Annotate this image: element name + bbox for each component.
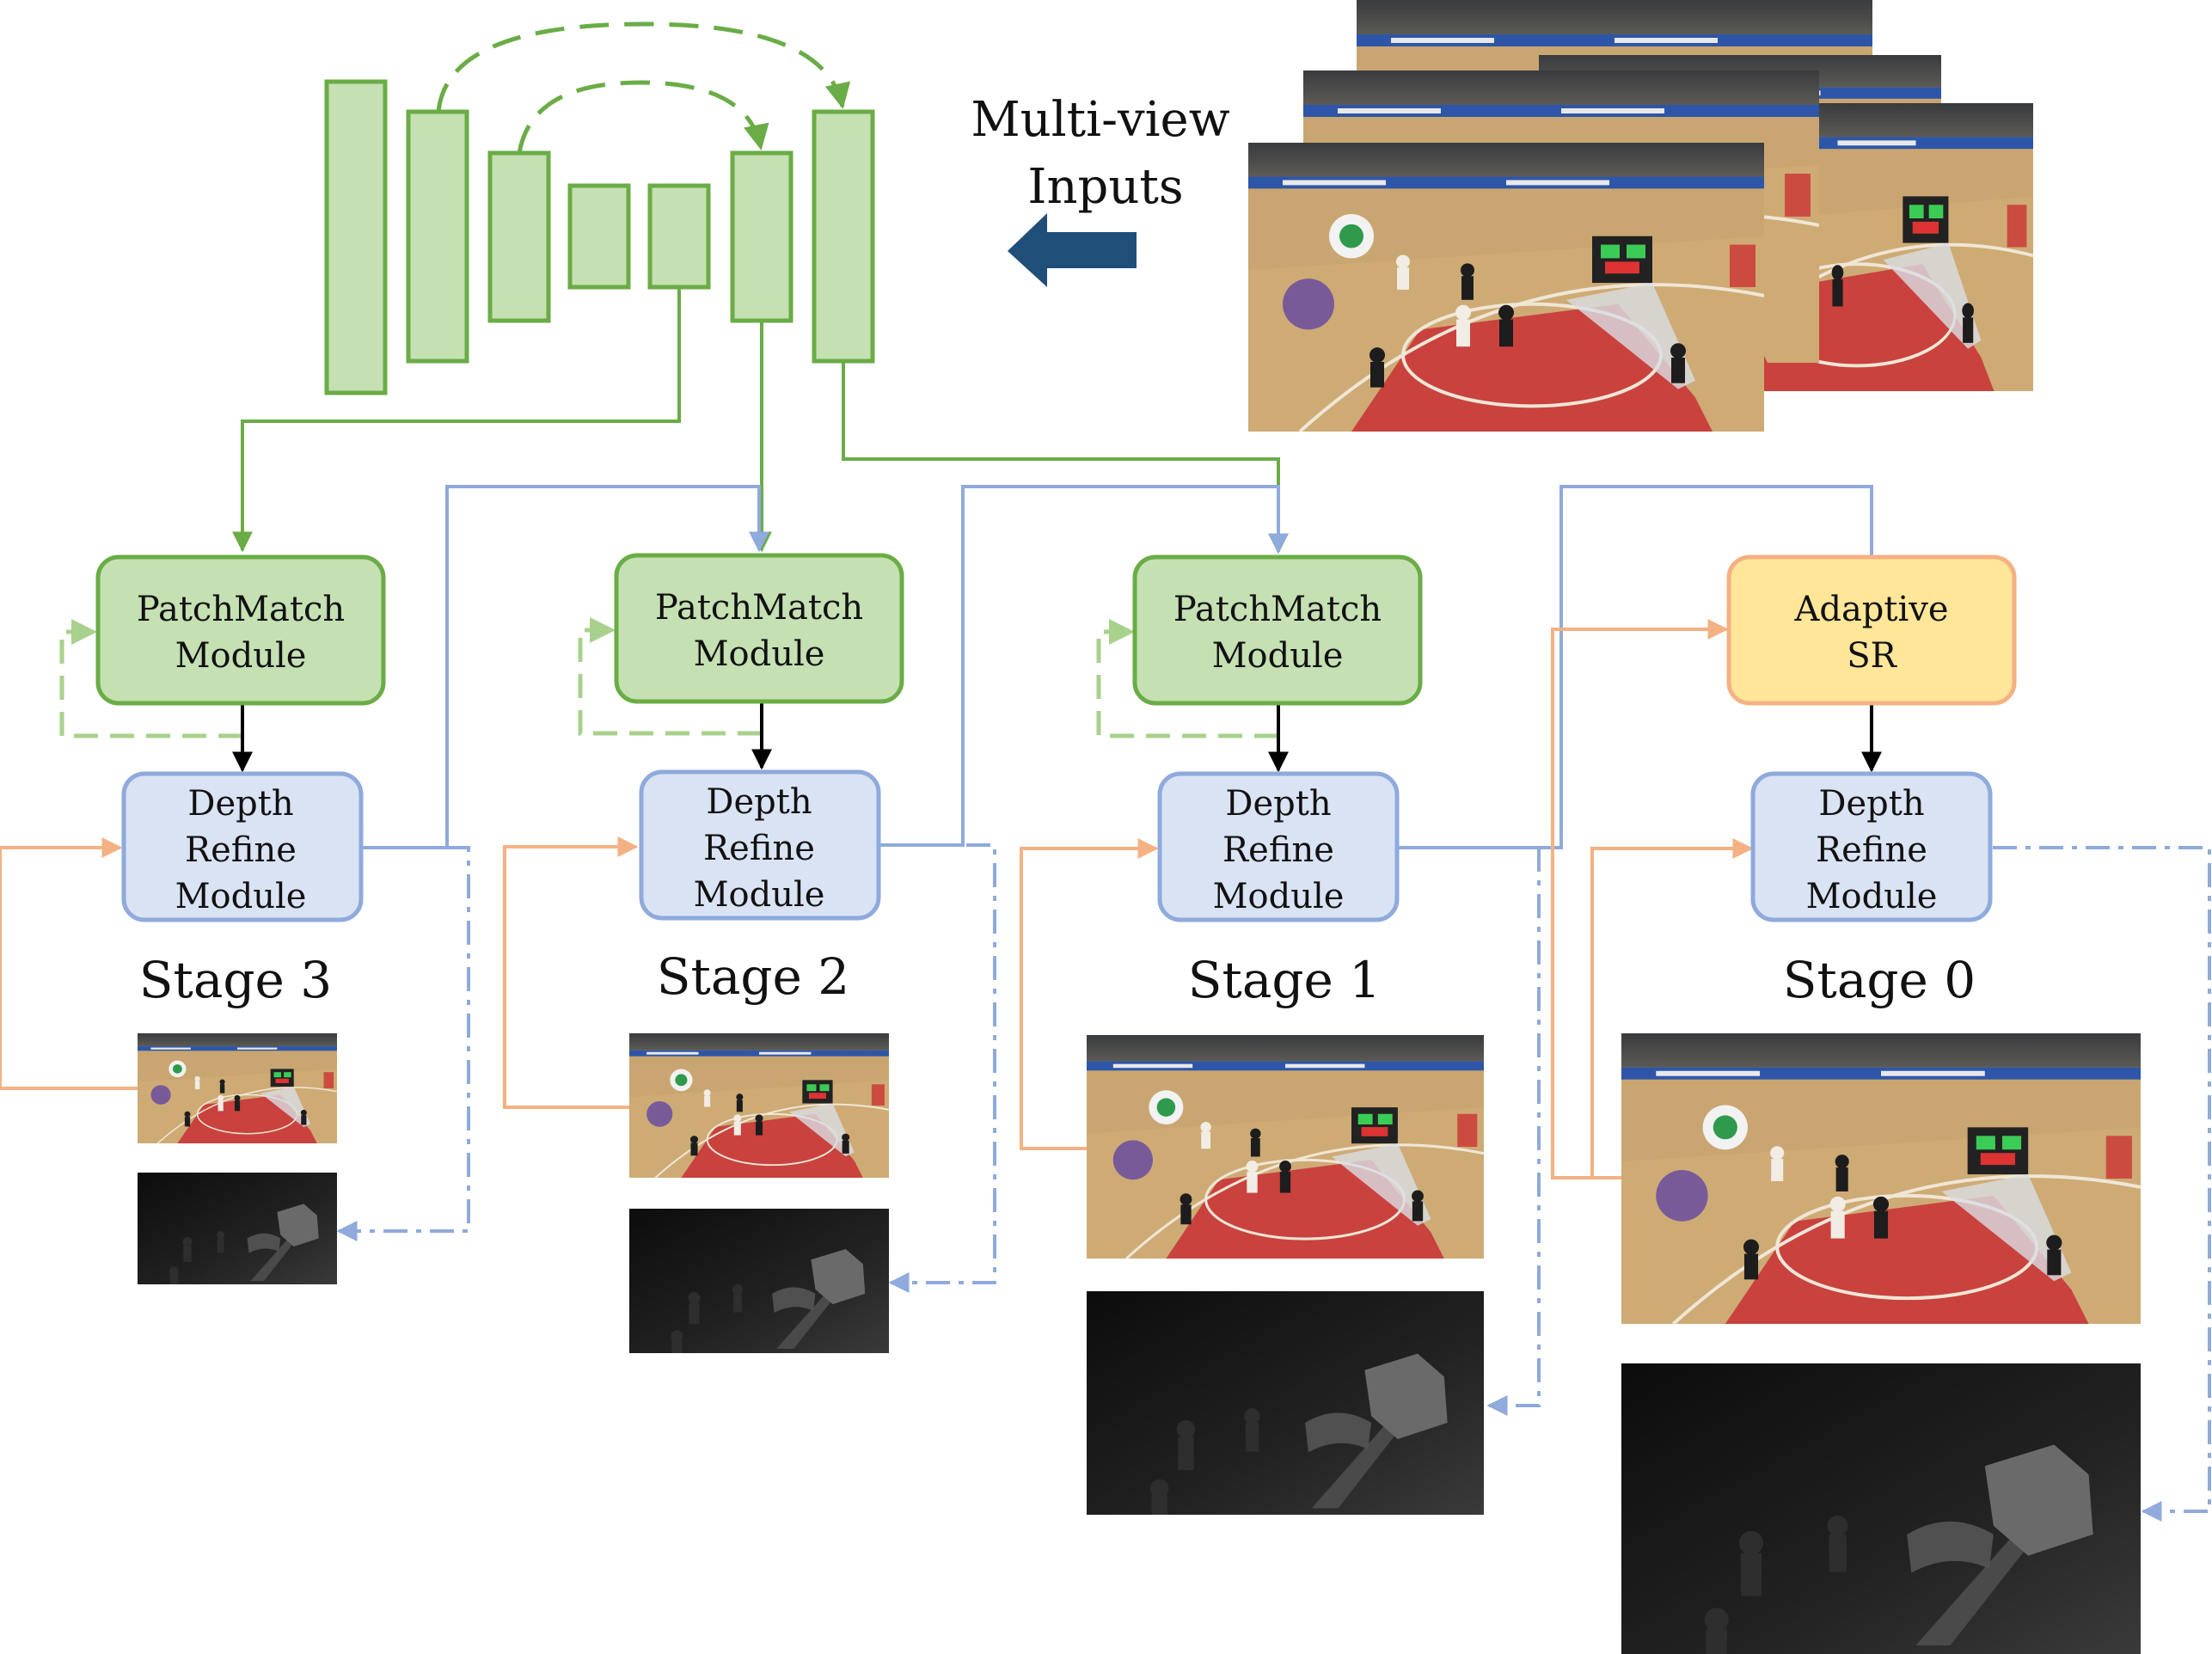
- depth-connections: [361, 485, 1873, 849]
- stage-1: PatchMatch Module Depth Refine Module St…: [1087, 554, 1484, 1515]
- stage-0: Adaptive SR Depth Refine Module Stage 0: [1621, 554, 2141, 1654]
- refine-label-1: Depth: [706, 782, 812, 822]
- refine-module-stage0: [1750, 771, 1993, 922]
- iteration-loops: [59, 617, 1278, 738]
- depth-output-stage1: [1486, 848, 1541, 1416]
- decoder-block-3: [812, 109, 875, 364]
- stage-2: PatchMatch Module Depth Refine Module St…: [614, 553, 904, 1353]
- input-arrow-icon: [1008, 213, 1137, 287]
- encoder-block-2: [406, 109, 469, 364]
- refine-label-2: Refine: [1816, 830, 1927, 870]
- patchmatch-label-1: PatchMatch: [655, 588, 863, 628]
- refine-label-1: Depth: [1225, 784, 1331, 824]
- depth-map-stage3: [138, 1173, 337, 1284]
- inputs-title-line2: Inputs: [1027, 159, 1183, 215]
- refine-label-2: Refine: [185, 830, 297, 870]
- inputs-title-line1: Multi-view: [971, 92, 1229, 148]
- depth-output-connections: [336, 843, 2211, 1522]
- refine-label-3: Module: [175, 877, 307, 916]
- depth-map-stage2: [629, 1209, 889, 1353]
- patchmatch-label-2: Module: [694, 634, 825, 674]
- refine-label-1: Depth: [187, 784, 293, 824]
- depth-line-stage2-to-1: [880, 485, 1289, 847]
- refine-label-3: Module: [1213, 877, 1345, 916]
- image-line-stage2: [503, 836, 639, 1109]
- refine-module-stage1: [1157, 771, 1400, 922]
- stage-label: Stage 3: [139, 951, 332, 1009]
- iteration-loop-stage3: [59, 619, 242, 738]
- depth-map-stage0: [1621, 1363, 2141, 1654]
- image-line-stage0-refine: [1590, 838, 1754, 1178]
- refine-module-stage3: [121, 771, 364, 922]
- depth-map-stage1: [1087, 1291, 1484, 1515]
- iteration-loop-stage1: [1096, 619, 1278, 738]
- feature-network: [324, 21, 875, 395]
- patchmatch-module-stage3: [95, 554, 386, 706]
- depth-line-stage1-to-0: [1396, 485, 1873, 849]
- refine-label-2: Refine: [1222, 830, 1334, 870]
- patchmatch-module-stage1: [1132, 554, 1423, 706]
- patchmatch-label-1: PatchMatch: [137, 590, 345, 629]
- input-image-stack: [1248, 0, 2033, 432]
- rgb-image-stage2: [629, 1033, 889, 1178]
- depth-line-stage3-to-2: [361, 485, 769, 849]
- refine-label-1: Depth: [1818, 784, 1924, 824]
- depth-output-stage2: [888, 843, 996, 1293]
- patchmatch-label-1: PatchMatch: [1173, 590, 1382, 629]
- skip-connection-inner: [517, 80, 769, 154]
- patchmatch-module-stage2: [614, 553, 904, 704]
- image-line-stage3: [0, 837, 138, 1090]
- stage-label: Stage 1: [1188, 951, 1381, 1009]
- adaptive-sr-module: [1726, 554, 2017, 706]
- multi-view-inputs: Multi-view Inputs: [971, 0, 2033, 432]
- depth-output-stage3: [336, 846, 470, 1241]
- patchmatch-label-2: Module: [175, 636, 307, 676]
- stage-label: Stage 0: [1783, 951, 1976, 1009]
- patchmatch-label-2: Module: [1212, 636, 1344, 676]
- rgb-image-stage0: [1621, 1033, 2141, 1324]
- iteration-loop-stage2: [578, 617, 762, 736]
- refine-module-stage2: [639, 769, 881, 921]
- refine-label-3: Module: [1806, 877, 1938, 916]
- skip-connection-outer: [436, 21, 851, 113]
- image-line-stage1: [1020, 838, 1159, 1150]
- encoder-block-1: [324, 79, 388, 395]
- stage-3: PatchMatch Module Depth Refine Module St…: [95, 554, 386, 1284]
- feature-line-stage1: [842, 361, 1289, 554]
- sr-label-2: SR: [1847, 636, 1897, 676]
- image-line-stage0: [1551, 619, 1729, 1179]
- stage-label: Stage 2: [657, 947, 849, 1006]
- encoder-block-4: [567, 183, 631, 290]
- feature-line-stage3: [232, 287, 681, 553]
- refine-label-2: Refine: [703, 829, 815, 868]
- sr-label-1: Adaptive: [1793, 590, 1948, 629]
- encoder-block-3: [487, 150, 551, 323]
- decoder-block-2: [730, 150, 794, 323]
- image-connections: [0, 619, 1754, 1179]
- decoder-block-1: [647, 183, 711, 290]
- rgb-image-stage1: [1087, 1035, 1484, 1259]
- module-arrows: [232, 703, 1882, 773]
- depth-output-stage0: [1993, 846, 2211, 1522]
- rgb-image-stage3: [138, 1033, 337, 1143]
- refine-label-3: Module: [694, 875, 825, 915]
